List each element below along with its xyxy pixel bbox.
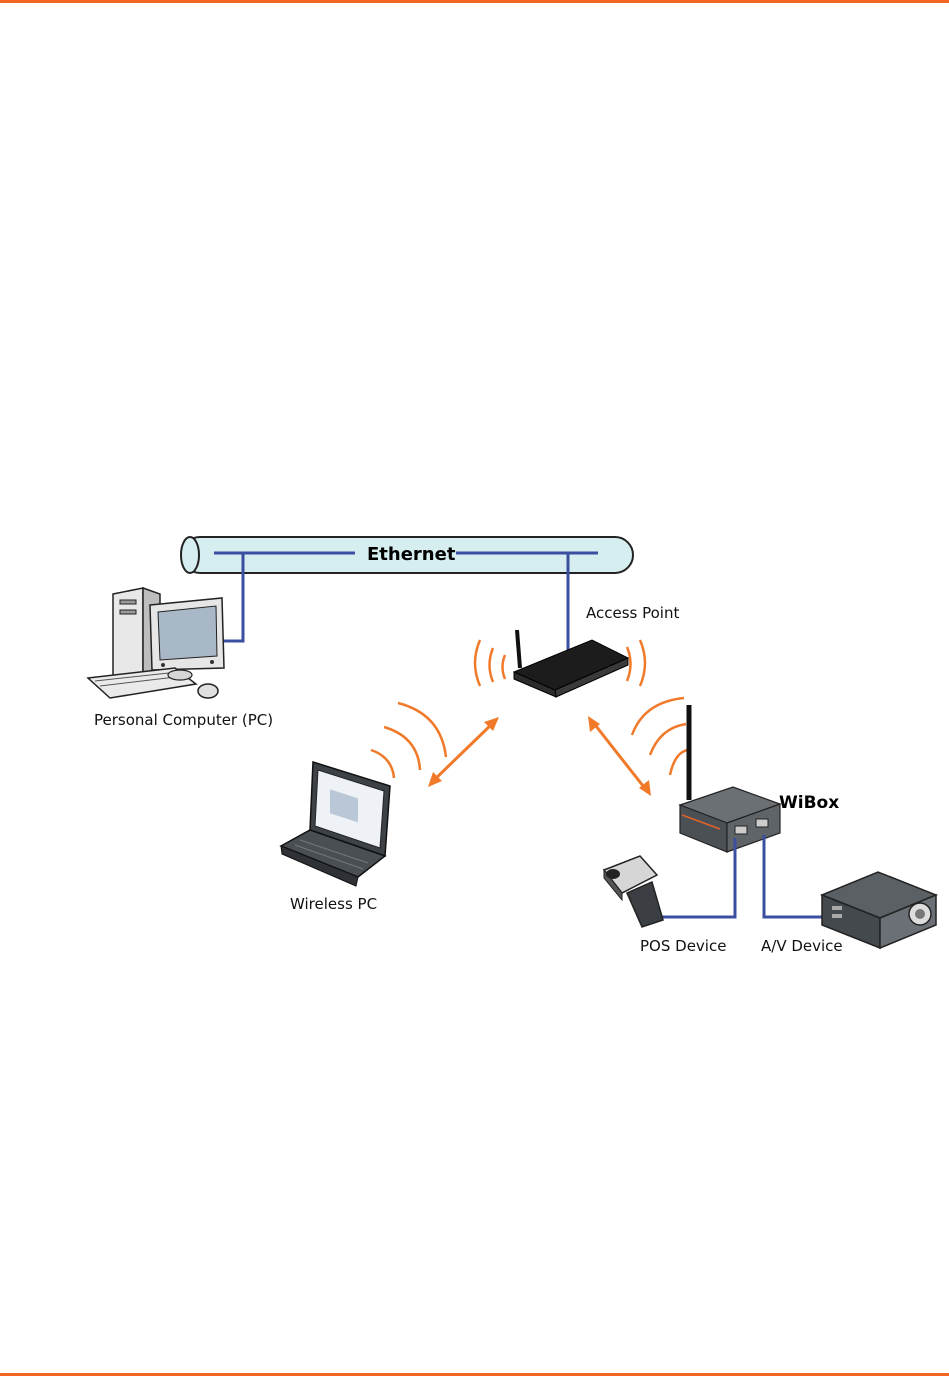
ap-signal-left <box>473 639 507 687</box>
access-point-label: Access Point <box>586 604 679 622</box>
wireless-pc-label: Wireless PC <box>290 895 377 913</box>
barcode-scanner-icon <box>602 855 664 928</box>
bottom-rule <box>0 1373 949 1376</box>
wibox-pos-link <box>660 838 737 919</box>
av-label: A/V Device <box>761 937 843 955</box>
laptop-icon <box>279 760 391 887</box>
top-rule <box>0 0 949 3</box>
desktop-computer-icon <box>86 586 225 699</box>
router-icon <box>512 629 630 698</box>
ap-signal-right <box>625 639 647 687</box>
ethernet-label: Ethernet <box>367 544 456 565</box>
wibox-av-link <box>762 835 822 919</box>
ap-wibox-arrow <box>588 716 651 796</box>
projector-icon <box>819 871 939 950</box>
wibox-signal <box>630 696 689 776</box>
pos-label: POS Device <box>640 937 726 955</box>
device-server-icon <box>678 705 782 853</box>
ethernet-pipe <box>180 536 634 574</box>
laptop-signal <box>370 701 448 779</box>
pc-label: Personal Computer (PC) <box>94 711 273 729</box>
wibox-label: WiBox <box>779 793 839 813</box>
ap-laptop-arrow <box>428 717 499 787</box>
pc-ethernet-link <box>222 553 245 643</box>
